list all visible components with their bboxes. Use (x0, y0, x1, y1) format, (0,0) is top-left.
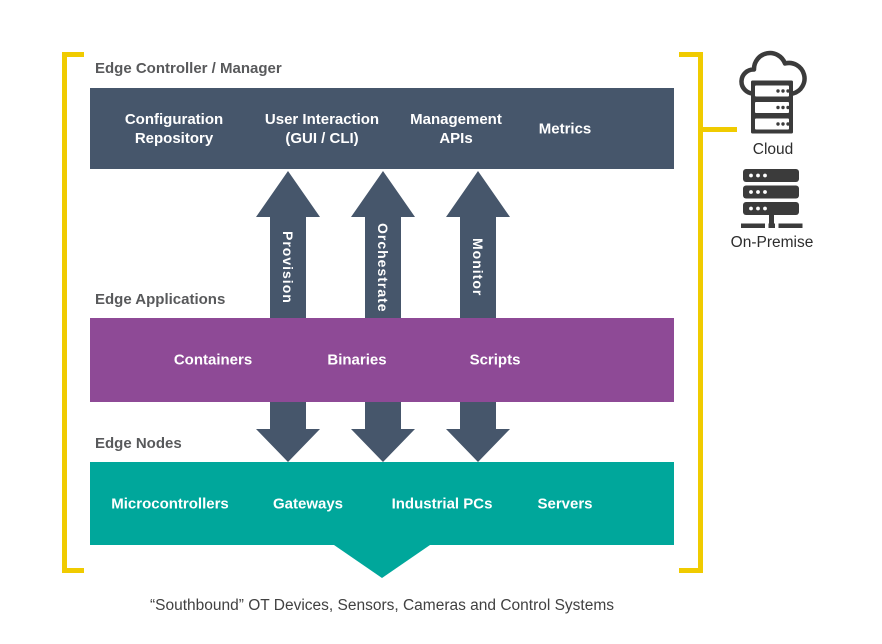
bracket-to-deployment-connector (701, 127, 737, 132)
application-item-containers: Containers (173, 351, 253, 369)
applications-bar: Containers Binaries Scripts (90, 318, 674, 402)
controller-item-line2: APIs (439, 129, 473, 147)
right-bracket (679, 52, 703, 573)
orchestrate-arrow-up: Orchestrate (351, 171, 415, 318)
controller-item-line1: Configuration (124, 110, 224, 128)
application-item-scripts: Scripts (469, 351, 521, 369)
controller-item-user-interaction: User Interaction (GUI / CLI) (265, 110, 379, 148)
controller-item-line1: Metrics (538, 120, 592, 137)
flow-label-provision: Provision (280, 231, 296, 304)
controller-item-management-apis: Management APIs (410, 110, 502, 148)
node-item-gateways: Gateways (272, 495, 344, 512)
controller-bar: Configuration Repository User Interactio… (90, 88, 674, 169)
southbound-caption: “Southbound” OT Devices, Sensors, Camera… (149, 597, 615, 614)
controller-item-metrics: Metrics (539, 119, 592, 138)
flow-label-monitor: Monitor (470, 238, 486, 297)
controller-item-line1: User Interaction (264, 110, 380, 128)
node-item-industrial-pcs: Industrial PCs (391, 495, 493, 512)
provision-arrow-up: Provision (256, 171, 320, 318)
applications-heading: Edge Applications (95, 291, 226, 308)
controller-item-line2: (GUI / CLI) (285, 129, 359, 147)
down-arrow (256, 402, 320, 462)
flow-label-wrap: Provision (256, 217, 320, 318)
flow-label-wrap: Orchestrate (351, 217, 415, 318)
on-premise-label: On-Premise (730, 234, 814, 251)
nodes-bar: Microcontrollers Gateways Industrial PCs… (90, 462, 674, 545)
flow-label-wrap: Monitor (446, 217, 510, 318)
down-arrow (351, 402, 415, 462)
controller-item-configuration-repository: Configuration Repository (125, 110, 223, 148)
left-bracket (62, 52, 84, 573)
controller-item-line1: Management (410, 110, 502, 128)
controller-item-line2: Repository (134, 129, 214, 147)
controller-heading: Edge Controller / Manager (95, 60, 282, 77)
monitor-arrow-up: Monitor (446, 171, 510, 318)
application-item-binaries: Binaries (327, 351, 387, 369)
cloud-server-icon (739, 50, 807, 134)
on-premise-server-icon (741, 169, 803, 228)
node-item-servers: Servers (537, 495, 593, 512)
node-item-microcontrollers: Microcontrollers (111, 495, 229, 512)
flow-label-orchestrate: Orchestrate (375, 222, 391, 313)
down-arrow (446, 402, 510, 462)
southbound-pointer (334, 545, 430, 578)
nodes-heading: Edge Nodes (95, 435, 182, 452)
cloud-label: Cloud (752, 141, 794, 158)
